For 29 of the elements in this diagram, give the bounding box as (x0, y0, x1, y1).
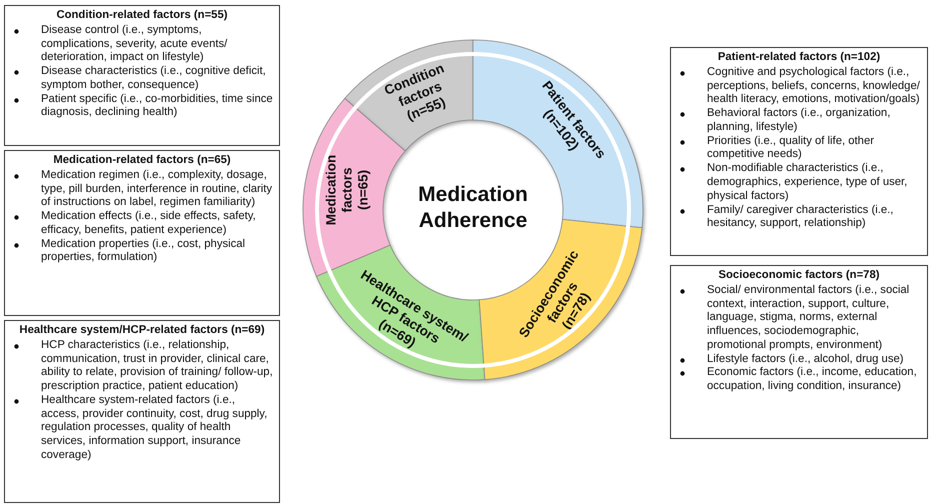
text-box (4, 150, 280, 316)
text-box (4, 320, 280, 503)
bullet-item: Cognitive and psychological factors (i.e., perceptions, beliefs, concerns, knowledge/ health literacy, emotions, motivation/goals) (707, 66, 920, 106)
bullet-item: Disease control (i.e., symptoms, complications, severity, acute events/ deterioration, impact on lifestyle) (41, 24, 228, 64)
text-box (670, 265, 928, 439)
bullet-item: Patient specific (i.e., co-morbidities, time since diagnosis, declining health) (41, 92, 273, 118)
bullet-item: Medication properties (i.e., cost, physical properties, formulation) (41, 238, 246, 264)
text-box (4, 5, 280, 146)
box-heading: Patient-related factors (n=102) (716, 51, 882, 65)
box-heading: Socioeconomic factors (n=78) (717, 269, 881, 283)
bullet-item: Economic factors (i.e., income, education, occupation, living condition, insurance) (707, 366, 917, 392)
center-label: Medication Adherence (393, 182, 553, 234)
bullet-item: Medication effects (i.e., side effects, safety, efficacy, benefits, patient experience) (41, 210, 256, 236)
bullet-item: Lifestyle factors (i.e., alcohol, drug use) (707, 352, 904, 365)
bullet-item: HCP characteristics (i.e., relationship, communication, trust in provider, clinical care, ability to relate, provision of training/ follow-up, prescription practice, patient education) (41, 338, 273, 392)
box-heading: Condition-related factors (n=55) (55, 9, 229, 23)
bullet-item: Medication regimen (i.e., complexity, dosage, type, pill burden, interference in routine, clarity of instructions on label, regimen familiarity) (41, 168, 272, 208)
box-heading: Healthcare system/HCP-related factors (n=69) (18, 324, 266, 338)
bullet-item: Priorities (i.e., quality of life, other competitive needs) (707, 134, 874, 160)
bullet-item: Family/ caregiver characteristics (i.e., hesitancy, support, relationship) (707, 204, 894, 230)
bullet-item: Social/ environmental factors (i.e., social context, interaction, support, culture, language, stigma, norms, external influences, sociodemographic, promotional prompts, environment) (707, 284, 910, 351)
donut-segment (316, 244, 486, 380)
bullet-item: Non-modifiable characteristics (i.e., demographics, experience, type of user, physical factors) (707, 162, 908, 202)
text-box (670, 47, 928, 256)
segment-label: Medication factors (n=65) (324, 154, 371, 226)
bullet-item: Healthcare system-related factors (i.e., access, provider continuity, cost, drug supply, regulation processes, quality of health services, information support, insurance coverage) (41, 394, 268, 462)
bullet-item: Behavioral factors (i.e., organization, planning, lifestyle) (707, 107, 890, 133)
bullet-item: Disease characteristics (i.e., cognitive deficit, symptom bother, consequence) (41, 65, 266, 91)
box-heading: Medication-related factors (n=65) (52, 154, 232, 168)
